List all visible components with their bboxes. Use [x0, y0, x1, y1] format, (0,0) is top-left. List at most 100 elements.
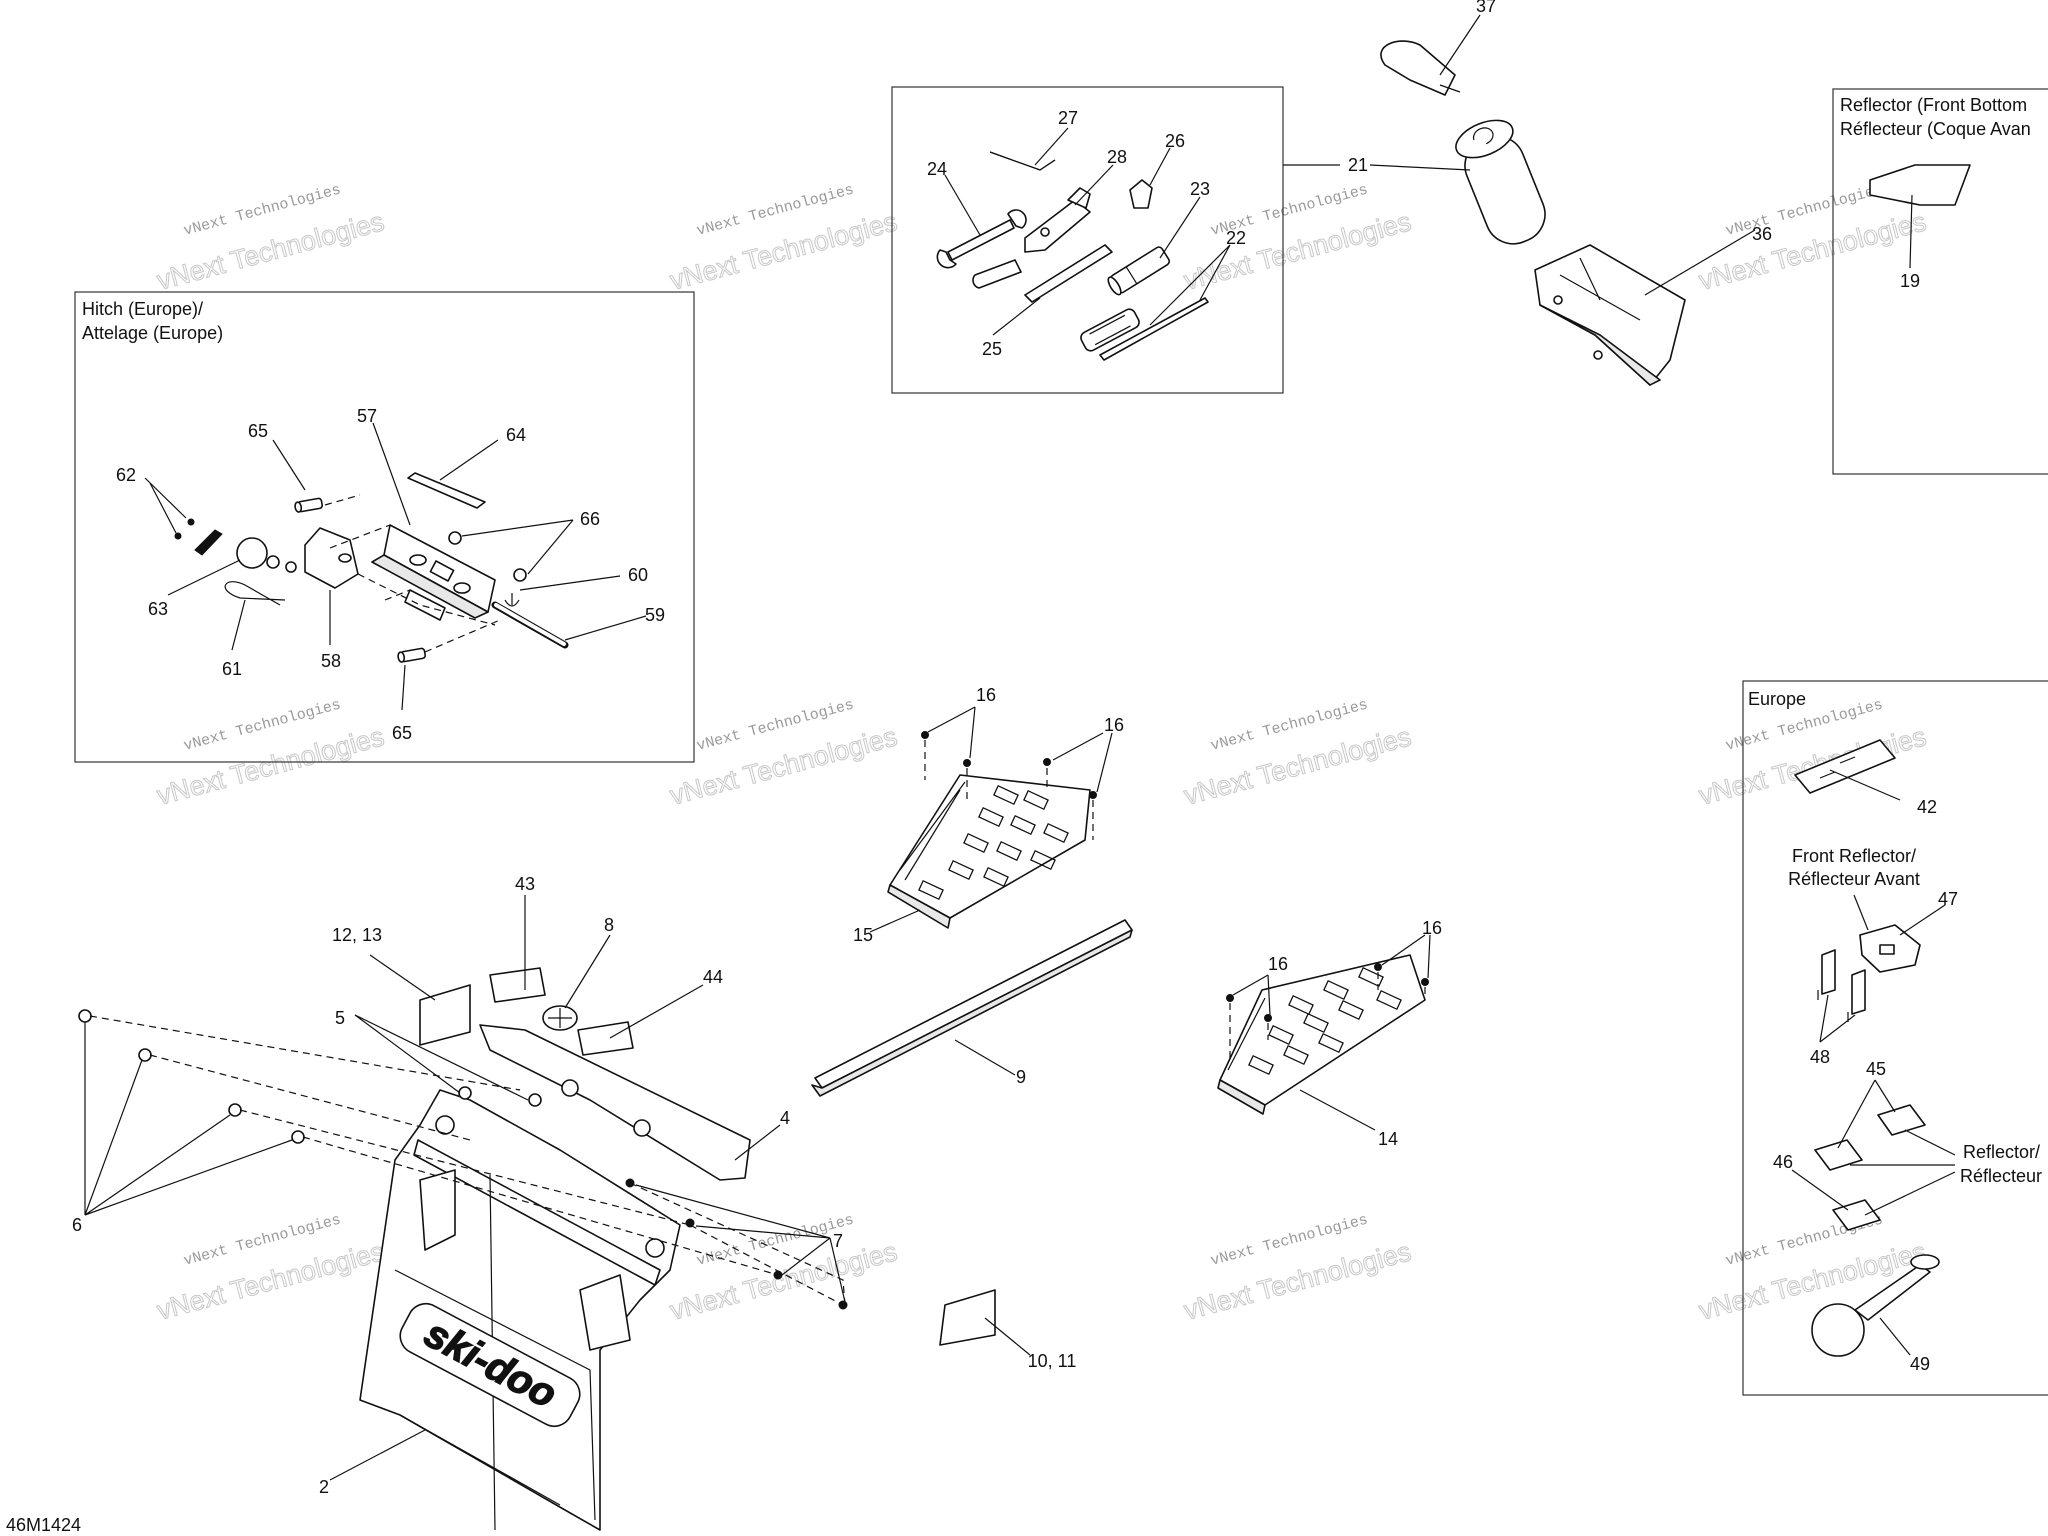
part-6-screw: [291, 1130, 305, 1144]
leader-59: [564, 615, 647, 641]
leader-60: [519, 575, 621, 591]
front-reflector-label-1: Front Reflector/: [1792, 846, 1916, 866]
part-14-running-board: [1217, 954, 1426, 1115]
callout-15: 15: [853, 925, 873, 945]
part-6-screw: [78, 1009, 92, 1023]
flap-left-bump: [419, 1169, 456, 1251]
reflector-box-title-1: Reflector (Front Bottom: [1840, 95, 2027, 115]
leader-63: [167, 559, 241, 596]
part-58-block: [304, 527, 359, 589]
part-48-tabs: [1817, 990, 1849, 1022]
callout-4: 4: [780, 1108, 790, 1128]
leader-27: [1034, 127, 1069, 166]
hitch-box-title-2: Attelage (Europe): [82, 323, 223, 343]
leader-24: [944, 174, 981, 236]
part-42-plate: [1794, 739, 1896, 794]
leader-61: [231, 599, 246, 651]
part-61-hairpin: [224, 581, 286, 606]
watermark-outline: vNext Technologies: [667, 721, 900, 810]
callout-42: 42: [1917, 797, 1937, 817]
callouts: 37 27 26 28 21 24 23 22 36 19 25 65 57 6…: [72, 0, 1958, 1497]
part-37-strap: [1380, 40, 1456, 96]
europe-parts: Front Reflector/ Réflecteur Avant Reflec…: [1788, 739, 2042, 1357]
part-36-holder: [1534, 244, 1686, 386]
part-63-ball: [236, 537, 268, 569]
callout-60: 60: [628, 565, 648, 585]
part-62-screw: [174, 532, 182, 540]
callout-48: 48: [1810, 1047, 1830, 1067]
leader-7: [635, 1184, 846, 1303]
reflector-label-1: Reflector/: [1963, 1142, 2040, 1162]
part-62-clip: [194, 529, 223, 556]
leader-16b: [1052, 732, 1113, 793]
callout-65b: 65: [392, 723, 412, 743]
leader-25: [992, 297, 1041, 336]
part-49-ball: [1811, 1303, 1865, 1357]
part-5-rivet: [458, 1086, 472, 1100]
part-65-pin-top: [294, 497, 324, 513]
callout-7: 7: [833, 1231, 843, 1251]
leader-62: [144, 477, 187, 534]
leader-57: [372, 422, 411, 526]
watermark-outline: vNext Technologies: [154, 206, 387, 295]
leader-19: [1909, 194, 1913, 269]
callout-8: 8: [604, 915, 614, 935]
diagram-code: 46M1424: [6, 1515, 81, 1535]
watermark-outline: vNext Technologies: [154, 1236, 387, 1325]
front-reflector-label-2: Réflecteur Avant: [1788, 869, 1920, 889]
leader-65b: [401, 664, 406, 711]
callout-37: 37: [1476, 0, 1496, 16]
callout-16b: 16: [1104, 715, 1124, 735]
leader-14: [1299, 1089, 1376, 1131]
watermark-outline: vNext Technologies: [667, 1236, 900, 1325]
leader-48: [1819, 994, 1856, 1043]
part-16-nuts: [921, 731, 1429, 1022]
europe-box-title: Europe: [1748, 689, 1806, 709]
callout-43: 43: [515, 874, 535, 894]
leader-66: [461, 519, 574, 575]
callout-66: 66: [580, 509, 600, 529]
leader-28: [1074, 164, 1114, 206]
tool-bag-parts: [1369, 14, 1756, 386]
callout-46: 46: [1773, 1152, 1793, 1172]
callout-16a: 16: [976, 685, 996, 705]
part-59-pin: [491, 601, 569, 649]
leader-16c: [1232, 974, 1271, 1016]
leader-2: [329, 1429, 426, 1481]
part-37-buckle: [1439, 84, 1461, 93]
part-5-rivet: [528, 1093, 542, 1107]
callout-57: 57: [357, 406, 377, 426]
callout-21: 21: [1348, 155, 1368, 175]
callout-65a: 65: [248, 421, 268, 441]
reflector-pointers: [1850, 1129, 1956, 1216]
leader-9: [954, 1039, 1016, 1076]
leader-10-11: [984, 1317, 1031, 1356]
part-4-hole: [633, 1119, 651, 1137]
callout-36: 36: [1752, 224, 1772, 244]
part-27-allen-key: [989, 151, 1056, 171]
tool-kit-box: [891, 86, 1284, 394]
watermark-outline: vNext Technologies: [1181, 206, 1414, 295]
callout-47: 47: [1938, 889, 1958, 909]
reflector-label-2: Réflecteur: [1960, 1166, 2042, 1186]
watermark-outline: vNext Technologies: [1696, 1236, 1929, 1325]
part-25-strip: [1024, 244, 1113, 303]
leader-36: [1644, 229, 1756, 296]
reflector-box-title-2: Réflecteur (Coque Avan: [1840, 119, 2031, 139]
leader-37: [1439, 14, 1481, 76]
leader-45: [1837, 1079, 1896, 1149]
watermark-outline: vNext Technologies: [667, 206, 900, 295]
part-6-screw: [138, 1048, 152, 1062]
leader-23: [1159, 196, 1201, 259]
part-62-screw: [187, 518, 195, 526]
callout-16d: 16: [1268, 954, 1288, 974]
callout-44: 44: [703, 967, 723, 987]
callout-28: 28: [1107, 147, 1127, 167]
part-49-stem: [1854, 1264, 1931, 1321]
leader-21: [1369, 164, 1471, 171]
tool-kit-parts: [936, 127, 1340, 361]
leader-12-13: [369, 954, 436, 1001]
callout-12-13: 12, 13: [332, 925, 382, 945]
part-6-screw: [228, 1103, 242, 1117]
